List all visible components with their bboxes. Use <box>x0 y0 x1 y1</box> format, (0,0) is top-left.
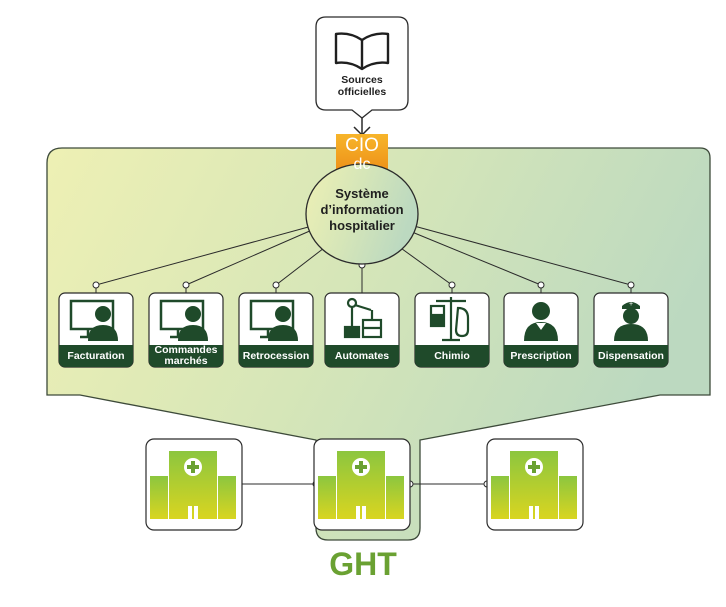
ght-label: GHT <box>329 546 397 582</box>
module-label-commandes: Commandes marchés <box>149 345 223 367</box>
module-label-dispensation: Dispensation <box>594 345 668 367</box>
module-label-automates: Automates <box>325 345 399 367</box>
doctor-icon <box>524 302 558 341</box>
module-label-facturation: Facturation <box>59 345 133 367</box>
sources-label-line2: officielles <box>337 86 387 98</box>
nurse-icon: + <box>614 301 648 341</box>
hospital-building-icon <box>491 451 577 519</box>
module-label-chimio: Chimio <box>415 345 489 367</box>
system-label-line3: hospitalier <box>329 218 395 233</box>
system-label: Système d’information hospitalier <box>306 186 418 234</box>
system-ellipse <box>305 163 419 265</box>
cio-logo-text: CIO dc <box>336 135 388 179</box>
module-label-retrocession: Retrocession <box>239 345 313 367</box>
robotic-arm-icon <box>343 297 383 339</box>
cio-logo-line2: dc <box>353 156 371 173</box>
system-label-line2: d’information <box>320 202 404 217</box>
hospital-building-icon <box>150 451 236 519</box>
system-label-line1: Système <box>335 186 389 201</box>
cio-logo-line1: CIO <box>345 135 379 156</box>
iv-drip-icon <box>429 297 470 342</box>
open-book-icon <box>334 32 390 71</box>
person-at-computer-icon <box>69 299 118 341</box>
person-at-computer-icon <box>249 299 298 341</box>
svg-text:+: + <box>629 301 633 308</box>
hospital-building-icon <box>318 451 404 519</box>
sources-label: Sources officielles <box>316 74 408 98</box>
sources-label-line1: Sources <box>341 74 383 86</box>
module-label-prescription: Prescription <box>504 345 578 367</box>
person-at-computer-icon <box>159 299 208 341</box>
